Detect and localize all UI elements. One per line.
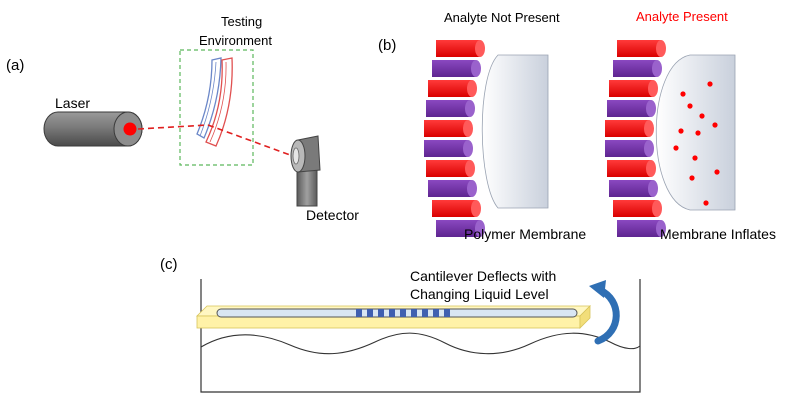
coating-stripe	[378, 309, 384, 317]
analyte-dot	[712, 122, 718, 128]
rod-red	[607, 160, 656, 177]
rod-red	[613, 200, 662, 217]
incident-beam	[137, 124, 209, 130]
cantilever-label-line2: Changing Liquid Level	[410, 286, 549, 302]
coating-stripe	[411, 309, 417, 317]
rod-red	[426, 160, 475, 177]
environment-label-line1: Testing	[221, 14, 262, 29]
detector-label: Detector	[306, 207, 359, 223]
coating-stripe	[356, 309, 362, 317]
rod-stack-present	[605, 40, 666, 237]
analyte-dot	[678, 128, 684, 134]
curved-arrow-icon	[589, 280, 620, 345]
testing-environment-box	[179, 49, 254, 166]
analyte-dot	[692, 155, 698, 161]
cantilever-beam	[216, 308, 578, 318]
liquid-container	[200, 279, 641, 393]
rod-stack-absent	[424, 40, 485, 237]
panel-b-label: (b)	[378, 37, 396, 54]
rod-purple	[605, 140, 654, 157]
analyte-dot	[680, 91, 686, 97]
inflated-label: Membrane Inflates	[660, 226, 776, 242]
analyte-dot	[695, 130, 701, 136]
analyte-particles	[673, 81, 720, 206]
rod-red	[617, 40, 666, 57]
cantilever-coating	[356, 309, 450, 317]
coating-stripe	[400, 309, 406, 317]
rod-purple	[436, 220, 485, 237]
analyte-absent-label: Analyte Not Present	[444, 10, 560, 25]
analyte-dot	[714, 169, 720, 175]
reflected-beam	[207, 124, 291, 156]
polymer-membrane	[481, 54, 549, 209]
detector-icon	[290, 135, 321, 207]
analyte-dot	[687, 103, 693, 109]
liquid-surface	[200, 332, 641, 355]
coating-stripe	[422, 309, 428, 317]
analyte-dot	[707, 81, 713, 87]
analyte-dot	[689, 175, 695, 181]
rod-red	[424, 120, 473, 137]
analyte-dot	[673, 145, 679, 151]
cantilever-deflected	[205, 57, 233, 147]
rod-red	[436, 40, 485, 57]
rod-purple	[424, 140, 473, 157]
rod-red	[432, 200, 481, 217]
cantilever-label-line1: Cantilever Deflects with	[410, 268, 556, 284]
rod-purple	[432, 60, 481, 77]
rod-purple	[428, 180, 477, 197]
analyte-dot	[699, 113, 705, 119]
environment-label-line2: Environment	[199, 33, 272, 48]
rod-red	[428, 80, 477, 97]
laser-icon	[43, 111, 143, 147]
panel-a: (a) Laser Testing Environment Detector	[6, 14, 359, 223]
rod-purple	[617, 220, 666, 237]
membrane-label: Polymer Membrane	[464, 226, 586, 242]
rod-purple	[609, 180, 658, 197]
rod-purple	[607, 100, 656, 117]
laser-dot	[123, 122, 137, 136]
analyte-present-label: Analyte Present	[636, 9, 728, 24]
analyte-dot	[703, 200, 709, 206]
cantilever-undeflected	[196, 57, 222, 139]
rod-purple	[426, 100, 475, 117]
rod-red	[609, 80, 658, 97]
rod-purple	[613, 60, 662, 77]
panel-a-label: (a)	[6, 57, 24, 74]
panel-b: (b) Analyte Not Present Analyte Present …	[378, 9, 776, 242]
coating-stripe	[389, 309, 395, 317]
coating-stripe	[367, 309, 373, 317]
panel-c-label: (c)	[160, 256, 178, 273]
coating-stripe	[444, 309, 450, 317]
panel-c: (c) Cantilever Deflects with Changing Li…	[160, 256, 641, 393]
laser-label: Laser	[55, 95, 90, 111]
rod-red	[605, 120, 654, 137]
coating-stripe	[433, 309, 439, 317]
